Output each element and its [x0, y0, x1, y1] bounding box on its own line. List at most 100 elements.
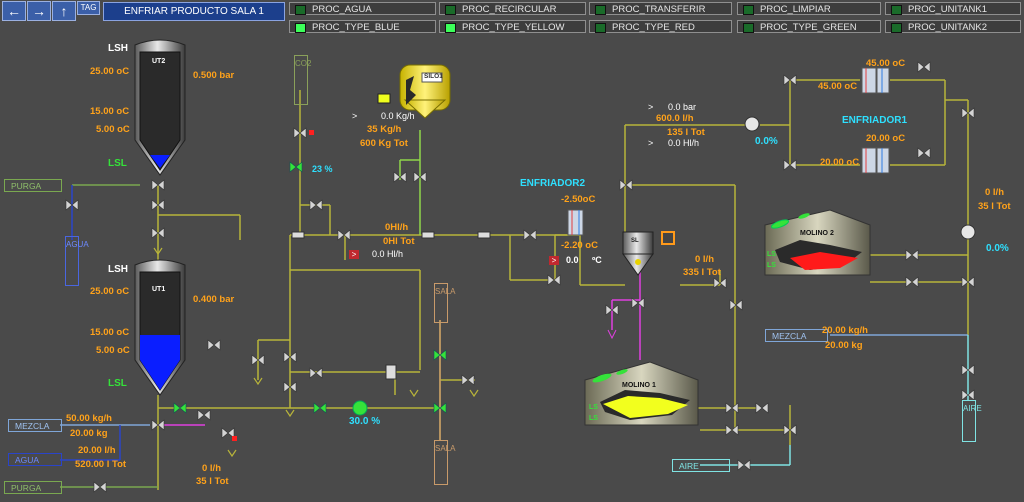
top-pump-percent: 0.0%	[755, 136, 778, 147]
molino2-ls-top: LS	[767, 251, 776, 258]
mezcla-right-tag: MEZCLA	[765, 329, 828, 342]
proc-limpiar-button[interactable]: PROC_LIMPIAR	[737, 2, 881, 15]
co2-tag: CO2	[294, 55, 311, 105]
status-led-icon	[445, 5, 456, 15]
arrow-right-icon: >	[349, 250, 359, 259]
sl-tank-name: SL	[631, 238, 639, 244]
arrow-right-icon: >	[549, 256, 559, 265]
enfriador2-name: ENFRIADOR2	[520, 178, 586, 189]
purga-top-tag: PURGA	[4, 179, 62, 192]
enfriador2-value: 0.0	[566, 255, 579, 265]
bottom-line-total: 35 l Tot	[196, 476, 229, 487]
silo-name: SILO1	[424, 73, 443, 80]
ut1-tank	[134, 259, 186, 396]
co2-valve-percent: 23 %	[312, 164, 333, 174]
bottom-line-flow: 0 l/h	[202, 463, 222, 474]
agua-tag: AGUA	[65, 236, 89, 286]
ut1-lsl-label: LSL	[108, 378, 127, 389]
molino2	[764, 209, 871, 276]
arrow-left-icon: ←	[7, 3, 21, 19]
enfriador2-unit: ºC	[592, 255, 602, 265]
molino1-name: MOLINO 1	[622, 382, 656, 389]
status-led-icon	[595, 23, 606, 33]
mezcla-left-flow: 50.00 kg/h	[66, 413, 112, 424]
main-line-flow: 0Hl/h	[385, 222, 409, 233]
ut2-temp3: 5.00 oC	[96, 124, 130, 135]
ut1-temp2: 15.00 oC	[90, 327, 130, 338]
main-line-total: 0Hl Tot	[383, 236, 415, 247]
ut1-temp1: 25.00 oC	[90, 286, 130, 297]
enfriador2-temp-out: -2.50oC	[561, 194, 596, 205]
ut2-tank	[134, 39, 186, 176]
ut1-pressure: 0.400 bar	[193, 294, 235, 305]
sala-top-tag: SALA	[434, 283, 455, 323]
silo-arrow-icon: >	[352, 111, 358, 121]
status-led-icon	[295, 5, 306, 15]
aire-bottom-tag: AIRE	[672, 459, 730, 472]
agua-bottom-flow: 20.00 l/h	[78, 445, 116, 456]
silo1	[399, 64, 451, 119]
purga-bottom-tag: PURGA	[4, 481, 62, 494]
status-led-icon	[595, 5, 606, 15]
ut2-lsh-label: LSH	[108, 43, 128, 54]
silo-total: 600 Kg Tot	[360, 138, 408, 149]
enfriador2-temp-in: -2.20 oC	[561, 240, 598, 251]
arrow-right-icon: →	[32, 3, 46, 19]
enfriador1-temp1: 45.00 oC	[866, 58, 906, 69]
molino2-total: 35 l Tot	[978, 201, 1011, 212]
proc-type-blue-button[interactable]: PROC_TYPE_BLUE	[289, 20, 436, 33]
up-button[interactable]: ↑	[52, 1, 76, 21]
ut2-lsl-label: LSL	[108, 158, 127, 169]
molino2-pump-percent: 0.0%	[986, 243, 1009, 254]
molino2-ls-bottom: LS	[767, 262, 776, 269]
proc-transferir-button[interactable]: PROC_TRANSFERIR	[589, 2, 732, 15]
status-led-icon	[743, 23, 754, 33]
mezcla-left-mass: 20.00 kg	[70, 428, 108, 439]
proc-unitank1-button[interactable]: PROC_UNITANK1	[885, 2, 1021, 15]
status-led-icon	[295, 23, 306, 33]
status-led-icon	[891, 5, 902, 15]
status-led-icon	[891, 23, 902, 33]
top-line-pressure: 0.0 bar	[668, 102, 697, 112]
proc-type-red-button[interactable]: PROC_TYPE_RED	[589, 20, 732, 33]
forward-button[interactable]: →	[27, 1, 51, 21]
arrow-up-icon: ↑	[60, 3, 68, 19]
tag-button[interactable]: TAG	[77, 1, 100, 15]
silo-flow1: 0.0 Kg/h	[381, 111, 415, 121]
arrow-right-icon: >	[648, 102, 654, 112]
agua-bottom-total: 520.00 l Tot	[75, 459, 127, 470]
back-button[interactable]: ←	[2, 1, 26, 21]
sl-tank	[622, 231, 654, 276]
molino1	[584, 361, 699, 426]
proc-type-yellow-button[interactable]: PROC_TYPE_YELLOW	[439, 20, 586, 33]
ut2-name: UT2	[152, 58, 166, 65]
aire-right-tag: AIRE	[962, 400, 982, 442]
silo-flow2: 35 Kg/h	[367, 124, 402, 135]
status-led-icon	[743, 5, 754, 15]
molino2-flow: 0 l/h	[985, 187, 1005, 198]
ut1-name: UT1	[152, 286, 166, 293]
pump-icon	[352, 116, 976, 416]
molino1-ls-top: LS	[589, 404, 598, 411]
enfriador1-temp4: 20.00 oC	[820, 157, 860, 168]
status-led-icon	[445, 23, 456, 33]
sl-tank-total: 335 l Tot	[683, 267, 721, 278]
proc-type-green-button[interactable]: PROC_TYPE_GREEN	[737, 20, 881, 33]
proc-recircular-button[interactable]: PROC_RECIRCULAR	[439, 2, 586, 15]
ut2-pressure: 0.500 bar	[193, 70, 235, 81]
proc-agua-button[interactable]: PROC_AGUA	[289, 2, 436, 15]
molino2-name: MOLINO 2	[800, 230, 834, 237]
ut2-temp1: 25.00 oC	[90, 66, 130, 77]
enfriador1-name: ENFRIADOR1	[842, 115, 908, 126]
sala-bottom-tag: SALA	[434, 440, 455, 485]
mezcla-right-mass: 20.00 kg	[825, 340, 863, 351]
ut1-lsh-label: LSH	[108, 264, 128, 275]
top-line-flow2: 0.0 Hl/h	[668, 138, 700, 148]
agua-bottom-tag: AGUA	[8, 453, 62, 466]
main-line-flow2: 0.0 Hl/h	[372, 249, 404, 259]
ut1-temp3: 5.00 oC	[96, 345, 130, 356]
ut2-temp2: 15.00 oC	[90, 106, 130, 117]
proc-unitank2-button[interactable]: PROC_UNITANK2	[885, 20, 1021, 33]
enfriador1-temp2: 45.00 oC	[818, 81, 858, 92]
